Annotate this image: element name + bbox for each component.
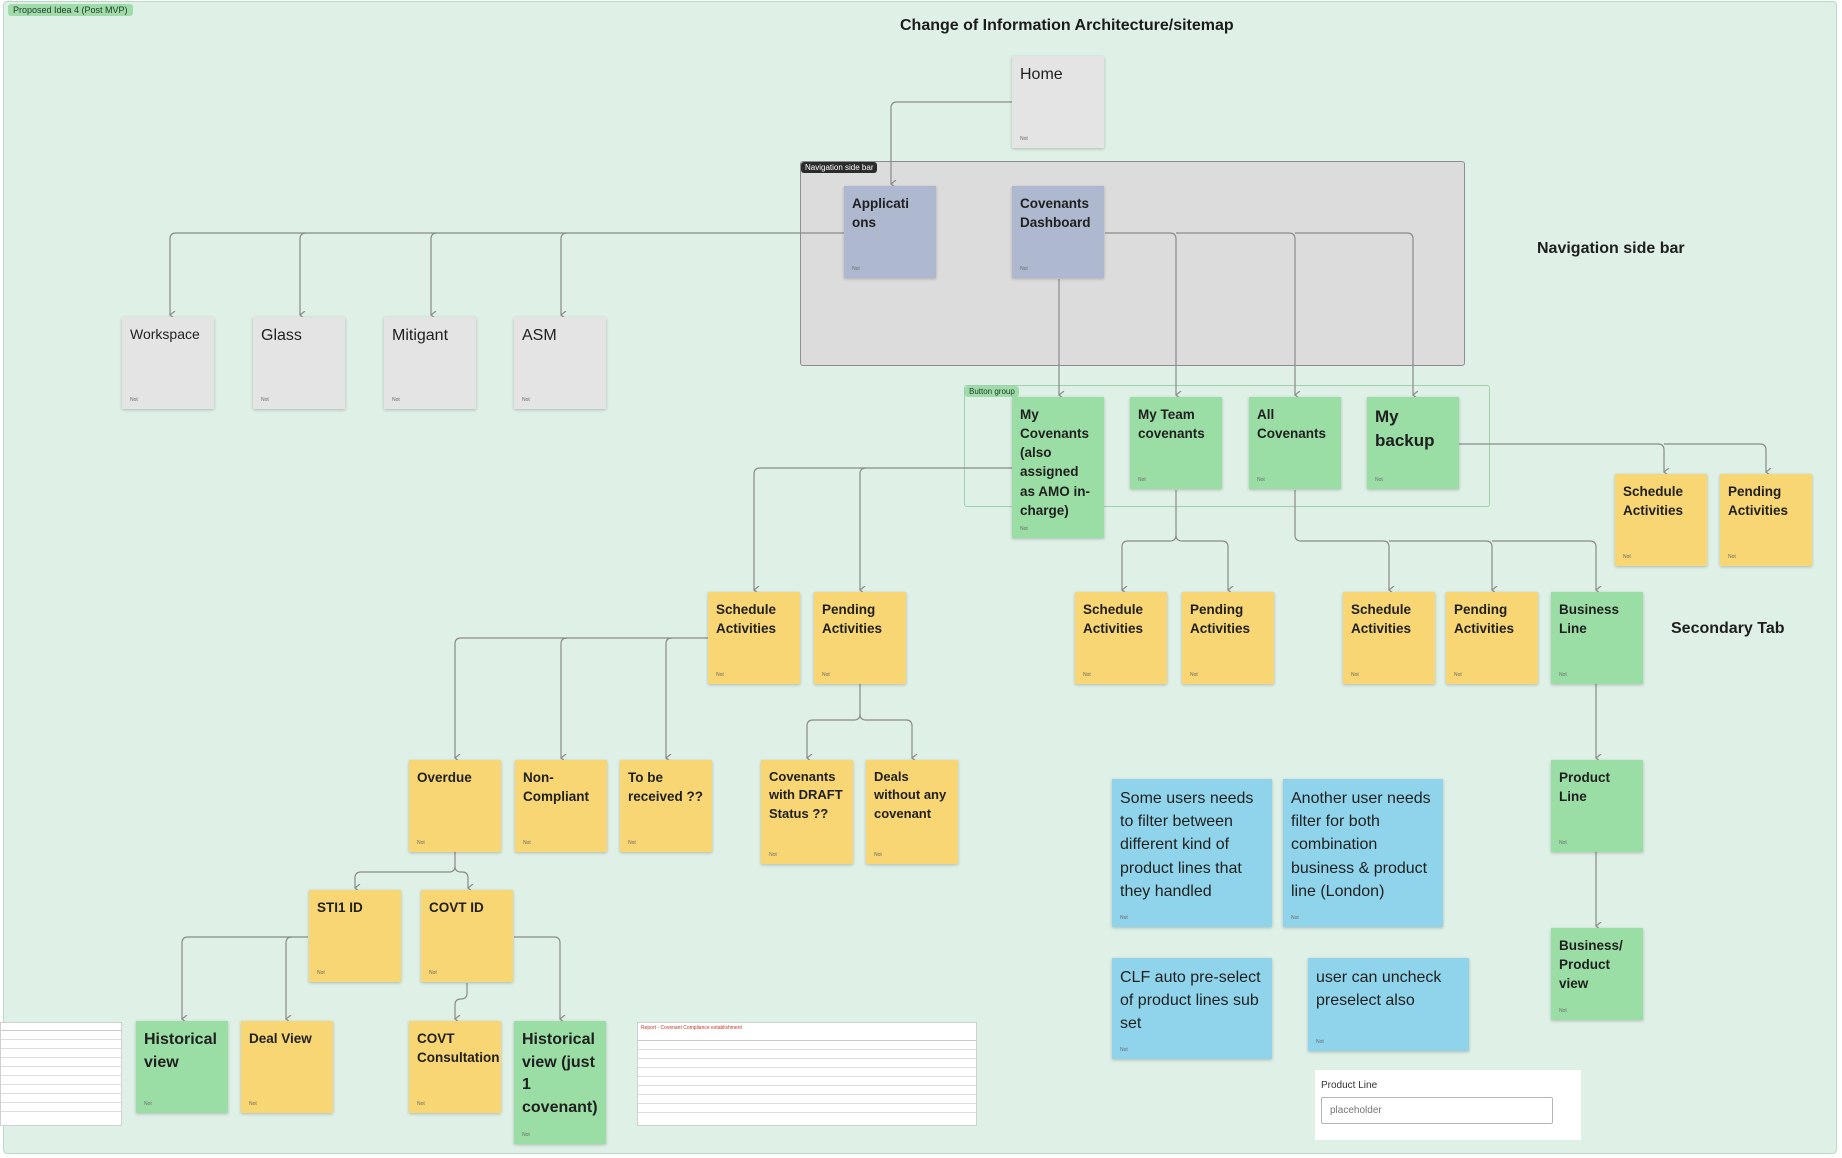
comment-note-filter-kinds[interactable]: Some users needs to filter between diffe…	[1112, 779, 1272, 927]
table-thumbnail-report[interactable]: Report - Covenant Compliance establishme…	[637, 1022, 977, 1126]
comment-note-filter-both[interactable]: Another user needs filter for both combi…	[1283, 779, 1443, 927]
comment-note-autoselect[interactable]: CLF auto pre-select of product lines sub…	[1112, 958, 1272, 1059]
navigation-frame-tag[interactable]: Navigation side bar	[801, 162, 878, 173]
secondary-tab-label: Secondary Tab	[1671, 620, 1785, 637]
product-line-input-card[interactable]: Product Line	[1315, 1070, 1581, 1140]
navigation-side-bar-label: Navigation side bar	[1537, 240, 1685, 257]
diagram-title: Change of Information Architecture/sitem…	[900, 17, 1234, 34]
section-tag[interactable]: Proposed Idea 4 (Post MVP)	[8, 4, 133, 16]
product-line-input-label: Product Line	[1321, 1080, 1378, 1091]
sticky-note-covenants-with-draft-status[interactable]: Covenants with DRAFT Status ??Not	[761, 760, 853, 864]
sticky-note-historical-view-one-covenant[interactable]: Historical view (just 1 covenant)Not	[514, 1021, 606, 1144]
sticky-note-to-be-received[interactable]: To be received ??Not	[620, 760, 712, 852]
button-group-frame-tag[interactable]: Button group	[965, 386, 1019, 397]
table-thumbnail-left[interactable]	[0, 1022, 122, 1126]
product-line-input[interactable]	[1321, 1097, 1553, 1124]
sticky-note-my-covenants[interactable]: My Covenants (also assigned as AMO in-ch…	[1012, 397, 1104, 538]
